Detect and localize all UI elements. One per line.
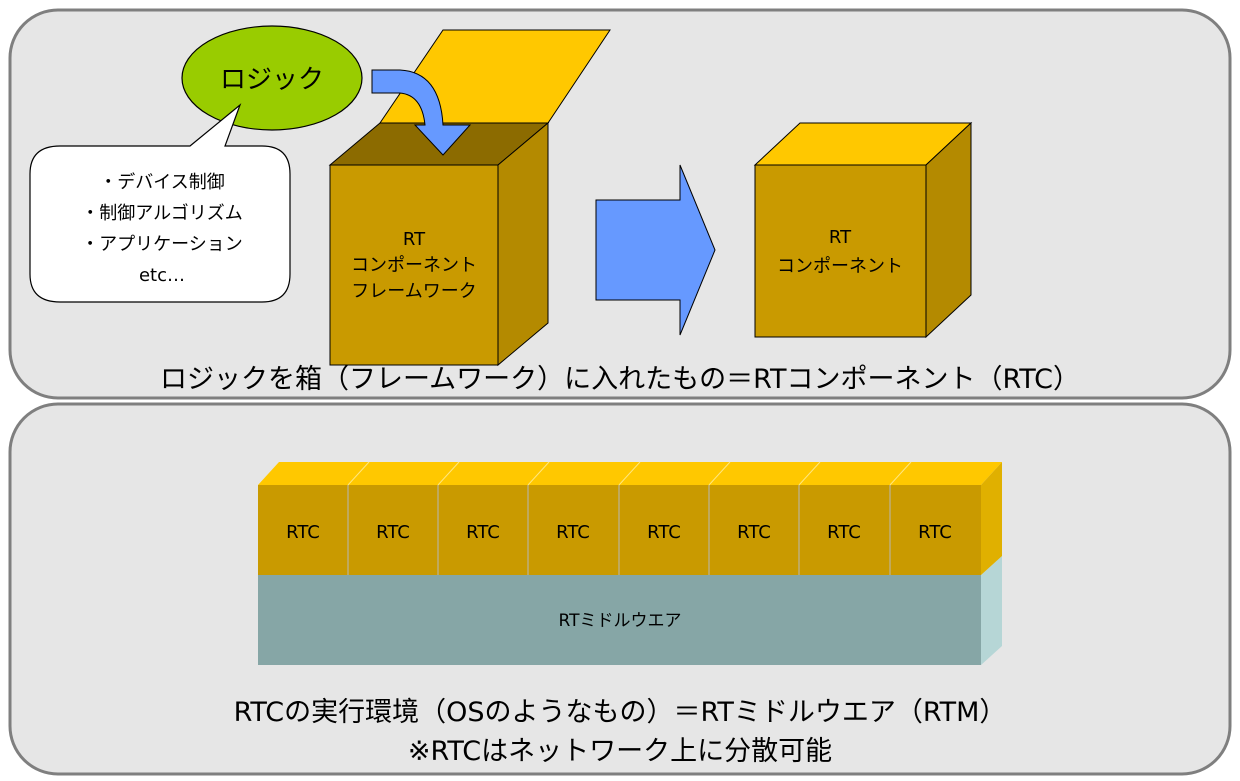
middleware-front [258, 575, 981, 665]
rtc-top-divider [798, 461, 821, 486]
component-box-label-2: コンポーネント [777, 256, 903, 277]
insert-arrow [371, 69, 472, 156]
component-box-front [754, 164, 927, 338]
callout-line-1: ・デバイス制御 [99, 172, 224, 193]
middleware-label: RTミドルウエア [559, 611, 682, 631]
logic-bubble [181, 25, 363, 131]
rtc-block-label: RTC [737, 522, 771, 543]
rtc-block-label: RTC [286, 522, 320, 543]
bottom-caption-line-2: ※RTCはネットワーク上に分散可能 [408, 736, 832, 767]
framework-box-front [329, 164, 499, 366]
framework-box-label-3: フレームワーク [351, 281, 476, 302]
transform-arrow [595, 164, 716, 336]
rtc-block-label: RTC [556, 522, 590, 543]
framework-box-side [497, 121, 549, 367]
component-box-side [925, 121, 972, 339]
middleware-side [981, 556, 1002, 665]
rtc-top-divider [708, 461, 731, 486]
rtc-block-label: RTC [918, 522, 952, 543]
rtc-row-side [981, 462, 1002, 575]
framework-box-label-2: コンポーネント [351, 255, 477, 276]
rtc-block-label: RTC [827, 522, 861, 543]
rtc-block-label: RTC [466, 522, 500, 543]
rtc-top-divider [347, 461, 370, 486]
top-caption: ロジックを箱（フレームワーク）に入れたもの＝RTコンポーネント（RTC） [160, 364, 1080, 395]
bottom-caption-line-1: RTCの実行環境（OSのようなもの）＝RTミドルウエア（RTM） [234, 697, 1007, 728]
rtc-top-divider [889, 461, 912, 486]
component-box [753, 121, 973, 339]
callout-line-2: ・制御アルゴリズム [81, 203, 242, 224]
component-box-label-1: RT [829, 227, 852, 248]
logic-bubble-label: ロジック [220, 65, 324, 95]
callout-line-4: etc… [139, 265, 185, 286]
rtc-block-label: RTC [647, 522, 681, 543]
rtc-row [258, 461, 1002, 575]
framework-box-label-1: RT [403, 229, 426, 250]
callout-line-3: ・アプリケーション [81, 234, 243, 255]
rtc-top-divider [437, 461, 460, 486]
rtc-top-divider [527, 461, 550, 486]
rtc-top-divider [618, 461, 641, 486]
logic-callout [29, 103, 291, 303]
rtc-block-label: RTC [376, 522, 410, 543]
